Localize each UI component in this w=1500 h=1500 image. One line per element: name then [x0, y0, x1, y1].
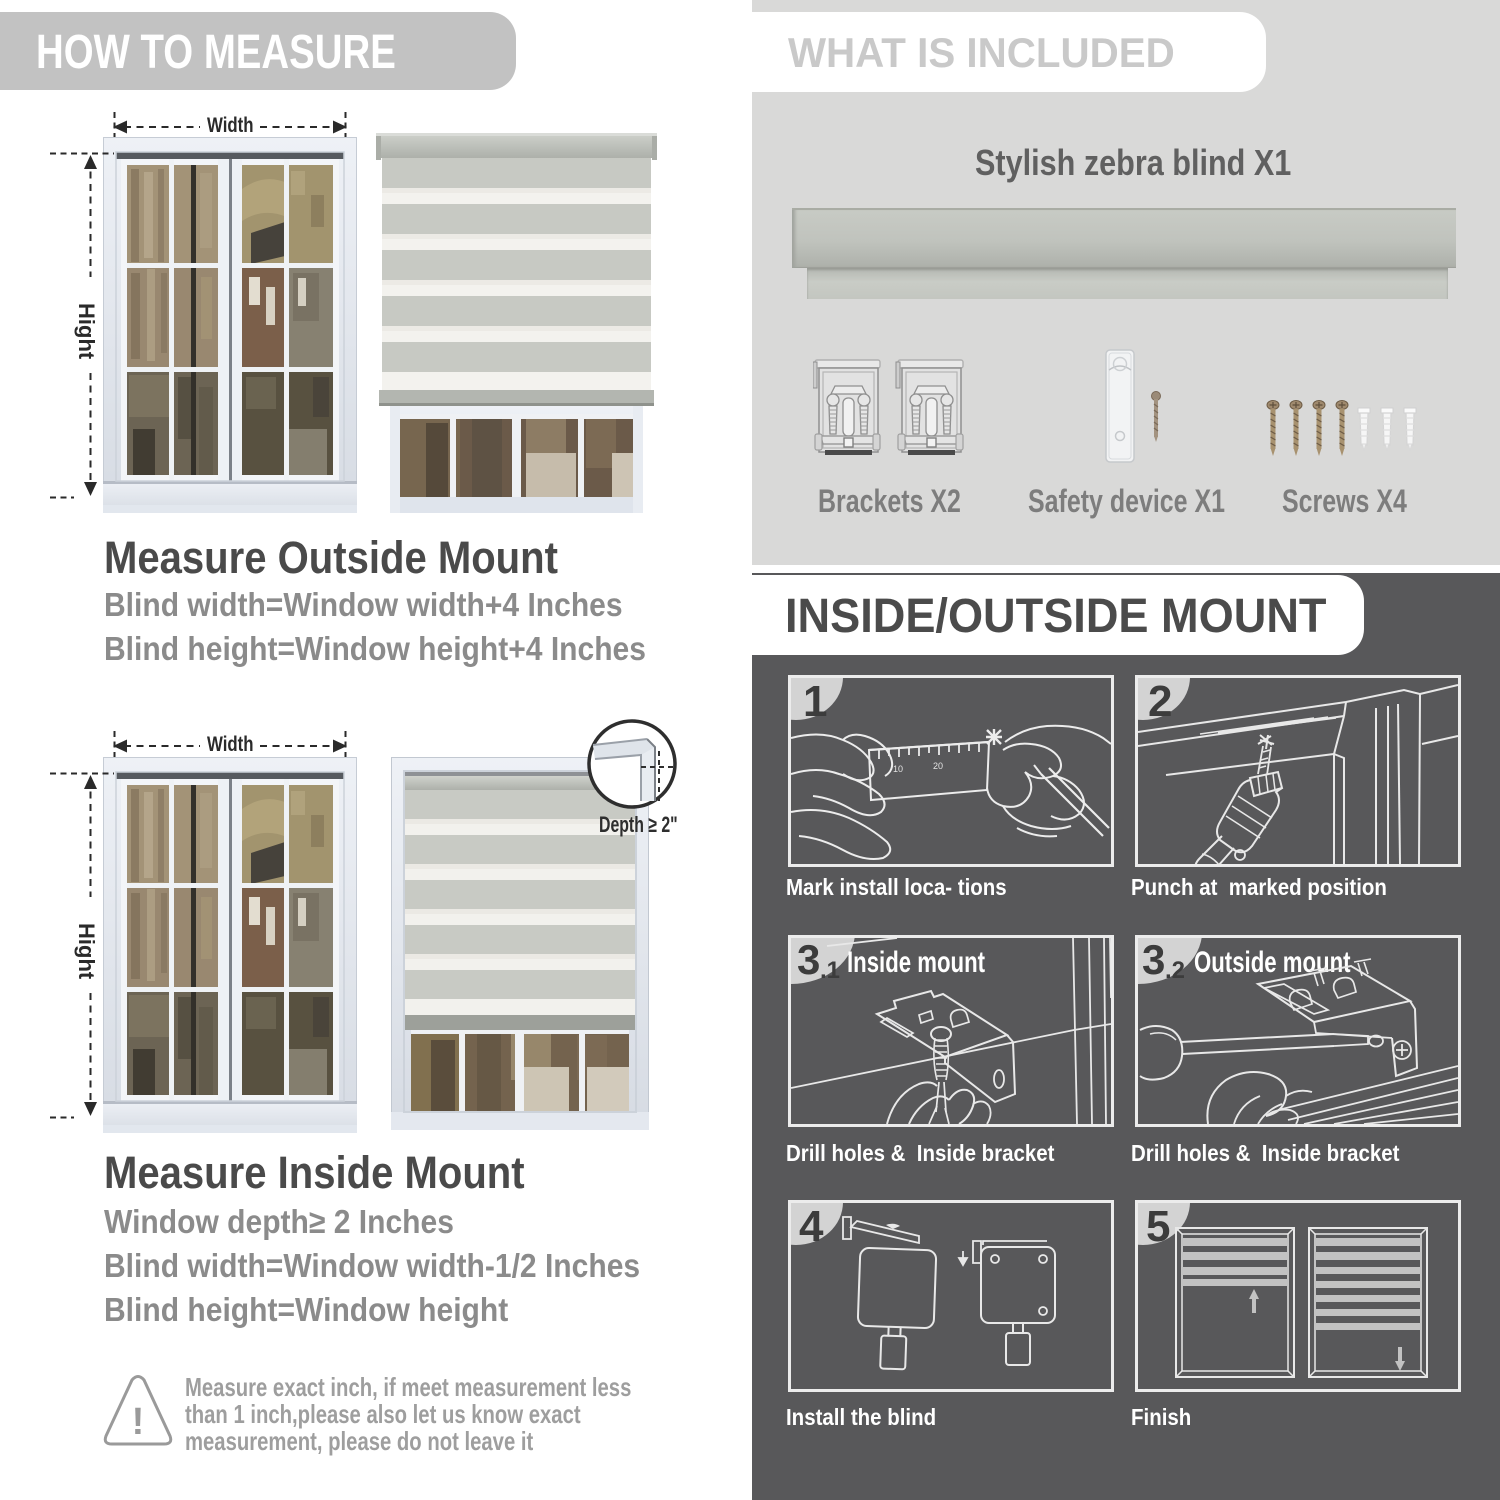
svg-text:!: ! — [132, 1401, 145, 1443]
